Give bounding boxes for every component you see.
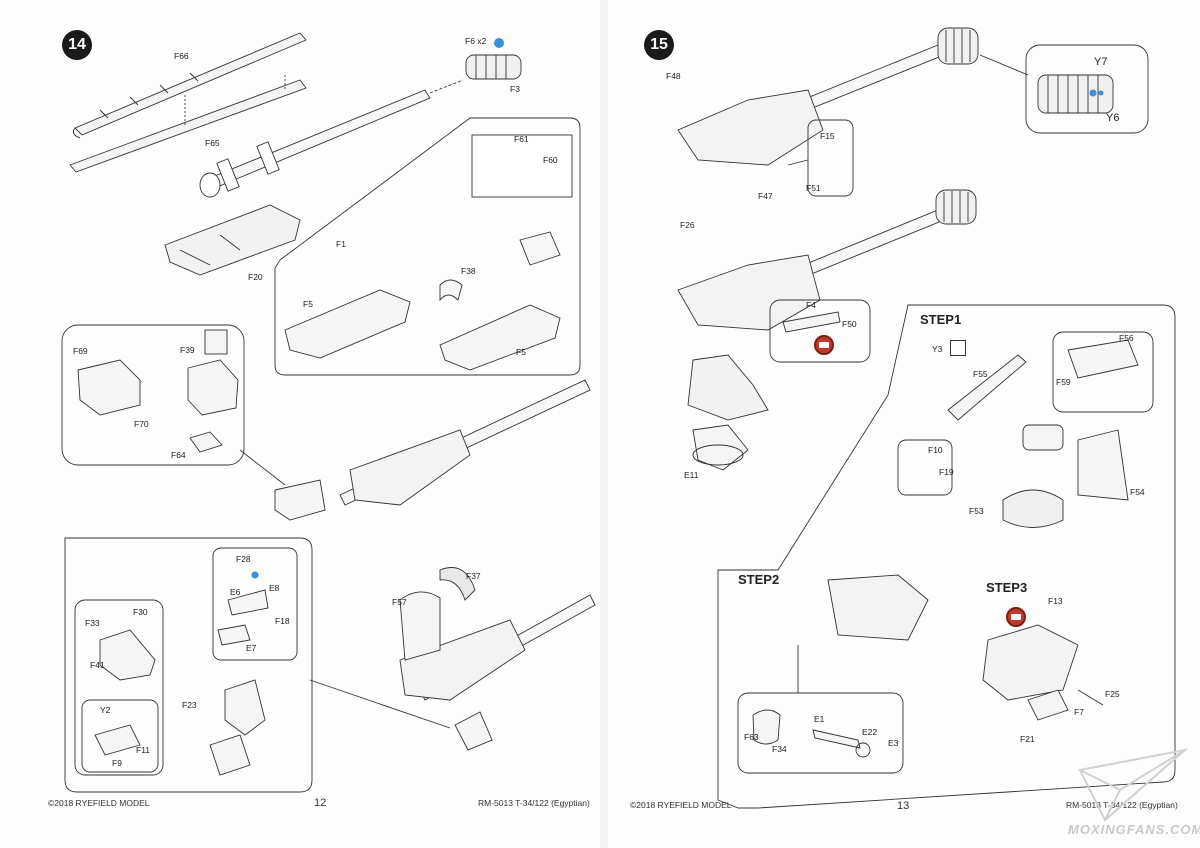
step-number-badge: 14	[62, 30, 92, 60]
part-label: F7	[1074, 707, 1084, 717]
part-label: F63	[744, 732, 759, 742]
step2-heading: STEP2	[738, 572, 780, 587]
page-gutter	[600, 0, 608, 848]
part-label: F39	[180, 345, 195, 355]
instruction-page-12: 14 F66 F65 F6 x2 F3 F20 F1 F5 F61 F60 F3…	[48, 30, 596, 809]
part-label: F51	[806, 183, 821, 193]
part-label: F69	[73, 346, 88, 356]
part-label: F21	[1020, 734, 1035, 744]
cut-remove-icon	[1006, 607, 1026, 627]
part-label: F26	[680, 220, 695, 230]
part-label: F33	[85, 618, 100, 628]
part-label: F55	[973, 369, 988, 379]
instruction-page-13: 15 F48 Y7 Y6 F15 F51 F47 F26 F4 F50 E11 …	[608, 0, 1200, 848]
watermark-logo-icon	[1078, 748, 1189, 822]
part-label: F66	[174, 51, 189, 61]
part-label: Y7	[1094, 56, 1108, 68]
step-number-badge: 15	[644, 30, 674, 60]
part-label: F37	[466, 571, 481, 581]
watermark-text: MOXINGFANS.COM	[1068, 822, 1200, 837]
part-label: F48	[666, 71, 681, 81]
step15-drawing	[677, 27, 1176, 809]
part-label: F70	[134, 419, 149, 429]
footer-copyright: ©2018 RYEFIELD MODEL	[48, 798, 150, 808]
step1-heading: STEP1	[920, 312, 962, 327]
part-label: F15	[820, 131, 835, 141]
part-label: F3	[510, 84, 520, 94]
step14-drawing	[61, 32, 596, 793]
part-label: F5	[303, 299, 313, 309]
part-label: F38	[461, 266, 476, 276]
part-label: F18	[275, 616, 290, 626]
part-label: E7	[246, 643, 257, 653]
part-label: F30	[133, 607, 148, 617]
glue-icon	[950, 340, 966, 356]
part-label: E8	[269, 583, 280, 593]
part-label: F34	[772, 744, 787, 754]
part-label: F23	[182, 700, 197, 710]
part-label: F50	[842, 319, 857, 329]
part-label: F25	[1105, 689, 1120, 699]
part-label: F54	[1130, 487, 1145, 497]
part-label: F19	[939, 467, 954, 477]
part-label: F59	[1056, 377, 1071, 387]
part-label: F5	[516, 347, 526, 357]
part-label: E22	[862, 727, 878, 737]
part-label: E6	[230, 587, 241, 597]
part-label: F20	[248, 272, 263, 282]
part-label: F47	[758, 191, 773, 201]
part-label: F53	[969, 506, 984, 516]
part-label: F57	[392, 597, 407, 607]
part-label: F6 x2	[465, 36, 487, 46]
part-label: F11	[136, 745, 151, 755]
part-label: F41	[90, 660, 105, 670]
part-label: F61	[514, 134, 529, 144]
footer-kit-name: RM-5013 T-34/122 (Egyptian)	[478, 798, 590, 808]
part-label: F9	[112, 758, 122, 768]
part-label: F60	[543, 155, 558, 165]
part-label: E1	[814, 714, 825, 724]
part-label: F4	[806, 300, 816, 310]
part-label: F28	[236, 554, 251, 564]
part-label: F65	[205, 138, 220, 148]
part-label: F10	[928, 445, 943, 455]
part-label: F64	[171, 450, 186, 460]
part-label: E11	[684, 470, 699, 480]
part-label: Y3	[932, 344, 943, 354]
part-label: F13	[1048, 596, 1063, 606]
part-label: F56	[1119, 333, 1134, 343]
page-number: 13	[897, 800, 910, 812]
step3-heading: STEP3	[986, 580, 1028, 595]
part-label: Y2	[100, 705, 111, 715]
page-number: 12	[314, 797, 327, 809]
part-label: Y6	[1106, 112, 1120, 124]
part-label: F1	[336, 239, 346, 249]
part-label: E3	[888, 738, 899, 748]
footer-copyright: ©2018 RYEFIELD MODEL	[630, 800, 732, 810]
cut-remove-icon	[814, 335, 834, 355]
